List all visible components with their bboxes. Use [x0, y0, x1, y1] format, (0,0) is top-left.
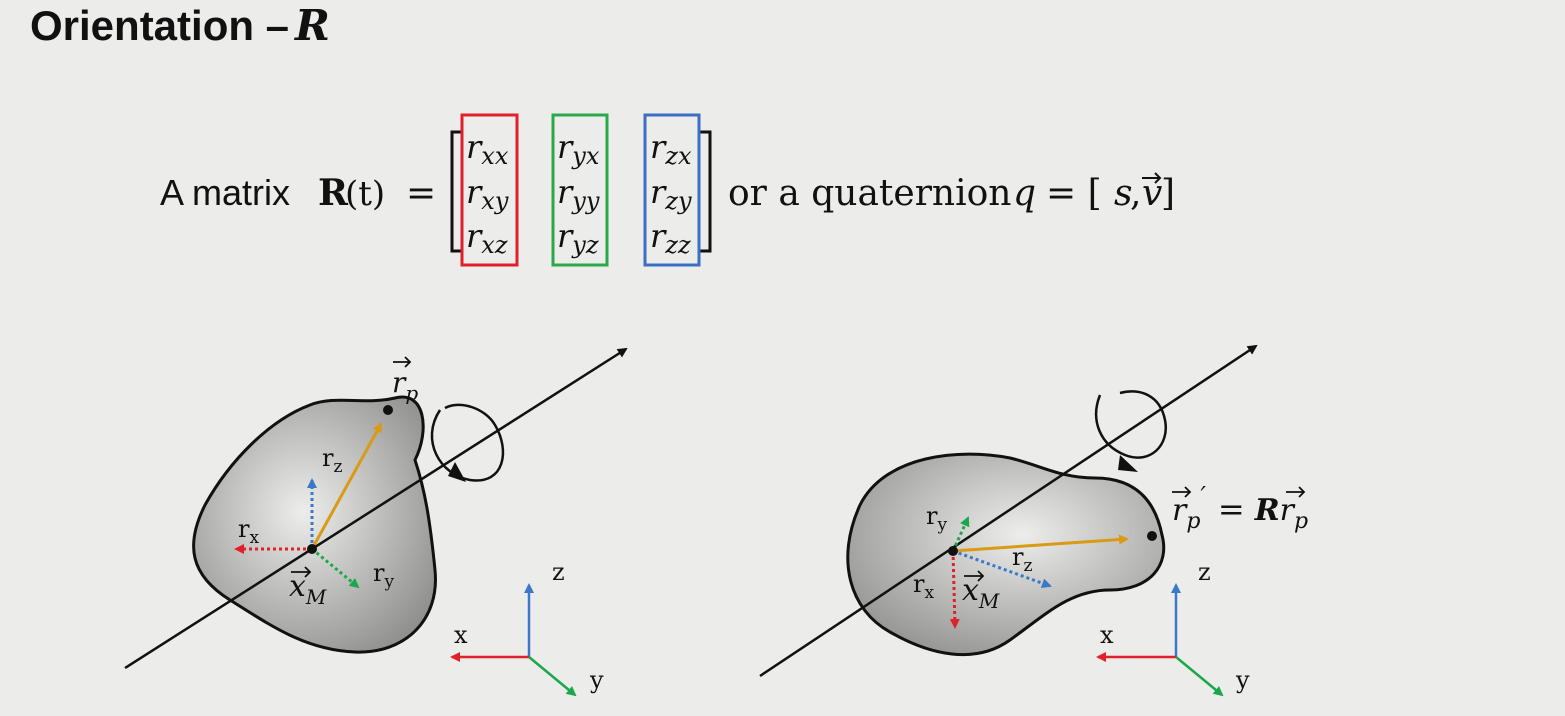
world-y-label-right: y: [1235, 666, 1250, 694]
label-ry-right: ry: [926, 502, 947, 535]
eq-v: v: [1142, 173, 1162, 214]
matrix-column-x: rxx rxy rxz: [466, 128, 509, 259]
center-of-mass-right: [948, 546, 958, 556]
position-vector-left: [310, 422, 383, 550]
vector-arrow-icon: [393, 356, 412, 368]
entry-r-yx: ryx: [557, 128, 600, 170]
orientation-equation: A matrix R (t) = rxx rxy rxz ryx ryy ryz: [160, 113, 1175, 267]
rotation-arrowhead-left: [448, 462, 466, 482]
rotation-axis-left: [124, 347, 628, 670]
vector-arrow-icon: [291, 566, 312, 578]
world-x-label-left: x: [454, 621, 468, 649]
column-box-y: [551, 113, 609, 267]
entry-r-yz: ryz: [557, 217, 599, 259]
label-rp-prime-eq: rp′=Rrp: [1172, 482, 1308, 534]
eq-q-open: = [: [1046, 173, 1102, 214]
label-xm-right: xM: [962, 573, 1000, 613]
label-rp-left: rp: [392, 366, 418, 405]
left-diagram: rp rz rx ry xM z x y: [124, 347, 628, 697]
eq-equals: =: [406, 173, 436, 214]
title-text: Orientation –: [30, 2, 290, 49]
rigid-body-left: [192, 395, 437, 654]
eq-close: ]: [1161, 173, 1175, 214]
vector-arrow-icon: [964, 570, 985, 582]
position-vector-right: [952, 534, 1129, 553]
vector-arrow-icon: [1172, 486, 1192, 498]
title-symbol: R: [295, 1, 330, 50]
label-rx-right: rx: [913, 570, 934, 603]
rigid-body-right: [846, 452, 1166, 657]
world-z-label-left: z: [552, 558, 565, 586]
right-diagram: ry rz rx xM rp′=Rrp z x y: [759, 344, 1308, 697]
entry-r-xy: rxy: [466, 173, 509, 215]
column-box-z: [643, 113, 701, 267]
local-y-axis-left: [311, 547, 360, 589]
world-y-axis-left: [528, 656, 577, 697]
rotation-arc-left: [430, 403, 505, 482]
center-of-mass-left: [307, 544, 317, 554]
matrix-right-bracket: [700, 130, 712, 253]
world-y-axis-right: [1175, 656, 1224, 697]
slide-title: Orientation –R: [30, 0, 330, 52]
entry-r-zx: rzx: [650, 128, 692, 170]
eq-connector: or a quaternion: [728, 173, 1011, 214]
eq-s: s: [1114, 173, 1132, 214]
eq-prefix: A matrix: [160, 172, 290, 213]
rotation-axis-right: [759, 344, 1258, 678]
eq-R: R: [318, 172, 349, 214]
entry-r-zy: rzy: [650, 173, 692, 215]
eq-t: (t): [345, 174, 385, 214]
matrix-column-z: rzx rzy rzz: [650, 128, 692, 259]
entry-r-yy: ryy: [557, 173, 600, 215]
label-ry-left: ry: [373, 559, 394, 592]
column-box-x: [460, 113, 519, 267]
label-xm-left: xM: [289, 569, 327, 609]
entry-r-zz: rzz: [650, 217, 691, 259]
world-y-label-left: y: [589, 666, 604, 694]
vector-arrow-icon: [1286, 486, 1306, 498]
point-p-right: [1147, 531, 1157, 541]
matrix-left-bracket: [450, 130, 462, 253]
world-z-label-right: z: [1198, 558, 1211, 586]
point-p-left: [383, 405, 393, 415]
local-z-axis-right: [952, 549, 1052, 588]
eq-comma: ,: [1130, 173, 1141, 214]
rotation-arrowhead-right: [1118, 455, 1138, 472]
label-rx-left: rx: [238, 515, 259, 548]
eq-q: q: [1013, 173, 1036, 214]
matrix-column-y: ryx ryy ryz: [557, 128, 600, 259]
vector-arrow-icon: [1142, 172, 1162, 184]
rotation-arc-right: [1094, 390, 1168, 459]
label-rz-right: rz: [1012, 543, 1032, 576]
label-rz-left: rz: [322, 444, 342, 477]
entry-r-xx: rxx: [466, 128, 509, 170]
entry-r-xz: rxz: [466, 217, 508, 259]
world-x-label-right: x: [1100, 621, 1114, 649]
local-y-axis-right: [951, 516, 970, 552]
local-x-axis-right: [949, 550, 960, 629]
